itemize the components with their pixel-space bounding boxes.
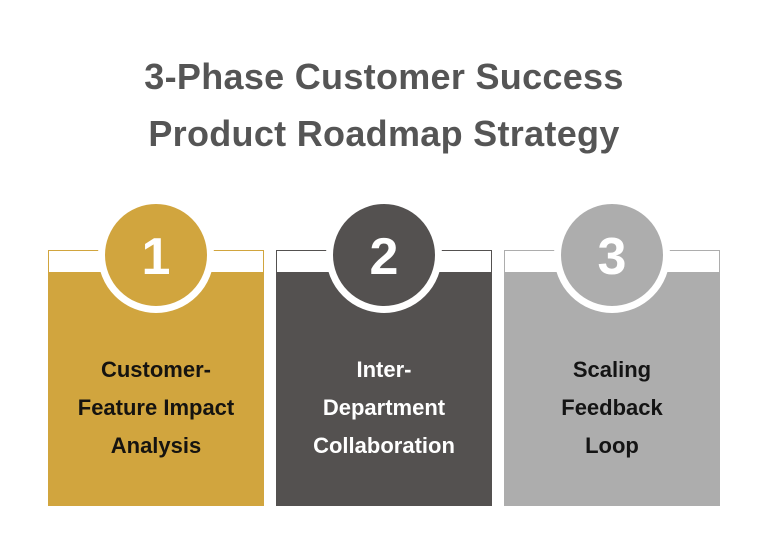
- phase-1-label-line1: Customer-: [100, 357, 211, 382]
- phase-3-label-line2: Feedback: [561, 395, 663, 420]
- page-title-line2: Product Roadmap Strategy: [148, 113, 620, 154]
- phase-3-label-line1: Scaling: [572, 357, 652, 382]
- phase-3-number: 3: [597, 227, 627, 286]
- phase-1-label-line2: Feature Impact: [77, 395, 235, 420]
- phase-1-label: Customer- Feature Impact Analysis: [49, 351, 263, 465]
- phase-1-card: 1 Customer- Feature Impact Analysis: [48, 197, 264, 506]
- phase-2-label-line2: Department: [322, 395, 446, 420]
- phase-1-number-badge: 1: [98, 197, 214, 313]
- page-title: 3-Phase Customer Success Product Roadmap…: [0, 48, 768, 162]
- phase-3-label: Scaling Feedback Loop: [505, 351, 719, 465]
- phase-1-label-line3: Analysis: [110, 433, 202, 458]
- phase-2-label-line3: Collaboration: [313, 433, 455, 458]
- phase-2-card: 2 Inter- Department Collaboration: [276, 197, 492, 506]
- phase-2-number-badge: 2: [326, 197, 442, 313]
- phase-3-label-line3: Loop: [585, 433, 639, 458]
- phase-2-number: 2: [369, 227, 399, 286]
- phase-2-label-line1: Inter-: [356, 357, 412, 382]
- page-title-line1: 3-Phase Customer Success: [144, 56, 624, 97]
- phase-2-label: Inter- Department Collaboration: [277, 351, 491, 465]
- phase-cards-row: 1 Customer- Feature Impact Analysis 2 In…: [48, 197, 720, 506]
- phase-1-number: 1: [141, 227, 171, 286]
- phase-3-card: 3 Scaling Feedback Loop: [504, 197, 720, 506]
- phase-3-number-badge: 3: [554, 197, 670, 313]
